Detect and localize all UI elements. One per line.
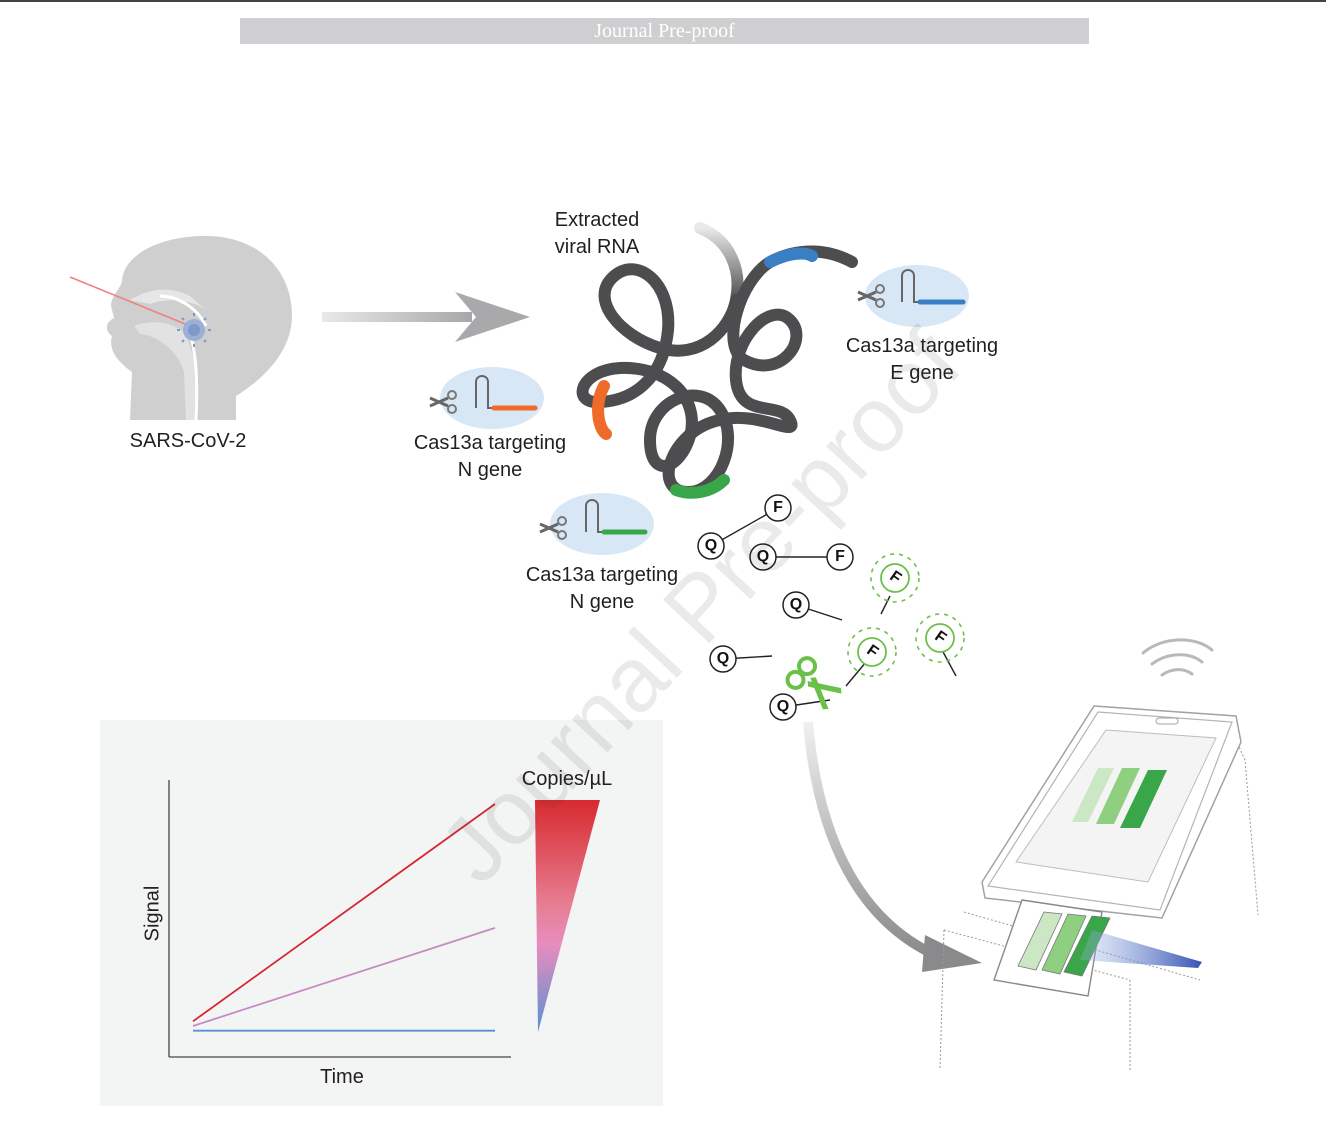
- chart-x-axis-label: Time: [320, 1066, 364, 1088]
- scissors-icon: [785, 656, 842, 710]
- label-cas13a-n-gene-2-line2: N gene: [569, 591, 635, 613]
- flow-arrow-to-reader: [803, 721, 982, 972]
- top-rule: [0, 0, 1326, 2]
- chart-legend-title: Copies/µL: [521, 768, 613, 790]
- viral-rna-strand: [576, 222, 858, 499]
- reporter-molecules: [697, 494, 965, 721]
- label-extracted-rna-line2: viral RNA: [554, 236, 640, 258]
- virus-icon: [177, 313, 211, 347]
- label-cas13a-n-gene-2: Cas13a targeting N gene: [502, 562, 702, 616]
- reporter-quencher-1: Q: [704, 537, 718, 554]
- smartphone: [981, 705, 1242, 919]
- reporter-quencher-3: Q: [756, 548, 770, 565]
- reporter-quencher-5: Q: [789, 596, 803, 613]
- label-cas13a-e-gene-line1: Cas13a targeting: [845, 335, 999, 357]
- reporter-quencher-6: Q: [716, 650, 730, 667]
- label-cas13a-n-gene-1-line2: N gene: [457, 459, 523, 481]
- test-strip-cartridge: [993, 899, 1202, 997]
- wifi-icon: [1141, 638, 1214, 677]
- label-cas13a-e-gene-line2: E gene: [890, 362, 954, 384]
- reporter-quencher-7: Q: [776, 698, 790, 715]
- chart-y-axis-label: Signal: [141, 885, 164, 942]
- chart-series-line-1: [192, 803, 496, 1023]
- patient-head-illustration: [69, 235, 293, 421]
- label-sars-cov-2: SARS-CoV-2: [129, 430, 247, 452]
- reporter-fluorophore-2: F: [773, 499, 783, 516]
- copies-gradient-legend: [535, 800, 600, 1032]
- label-cas13a-n-gene-2-line1: Cas13a targeting: [525, 564, 679, 586]
- chart-series-group: [192, 803, 496, 1032]
- label-cas13a-n-gene-1-line1: Cas13a targeting: [413, 432, 567, 454]
- journal-banner: Journal Pre-proof: [240, 18, 1089, 44]
- chart-series-line-2: [192, 926, 496, 1027]
- flow-arrow-to-rna: [322, 292, 530, 342]
- cas13a-complex-n-gene-orange: [428, 367, 544, 429]
- label-extracted-rna-line1: Extracted: [554, 209, 640, 231]
- chart-axes: [168, 780, 511, 1058]
- label-extracted-rna: Extracted viral RNA: [530, 207, 664, 261]
- cas13a-complex-e-gene: [856, 265, 969, 327]
- label-cas13a-e-gene: Cas13a targeting E gene: [822, 333, 1022, 387]
- cas13a-complex-n-gene-green: [538, 493, 654, 555]
- reporter-fluorophore-4: F: [835, 548, 845, 565]
- label-cas13a-n-gene-1: Cas13a targeting N gene: [390, 430, 590, 484]
